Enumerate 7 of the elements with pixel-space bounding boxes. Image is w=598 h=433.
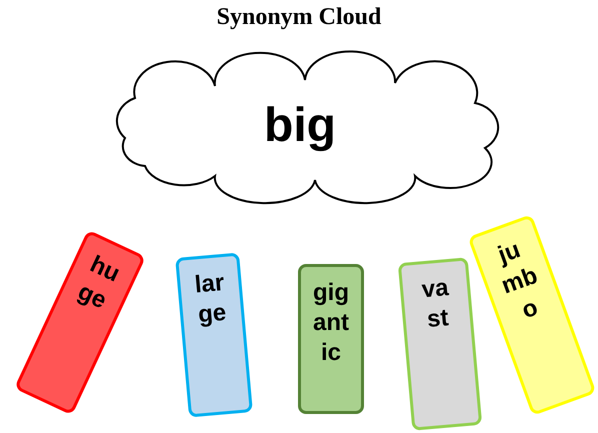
cloud-text: big — [264, 98, 336, 152]
synonym-word: large — [192, 268, 228, 330]
synonym-word: jumbo — [494, 235, 542, 326]
synonym-word: gigantic — [312, 278, 350, 368]
synonym-word: huge — [72, 250, 125, 316]
diagram-title: Synonym Cloud — [216, 4, 382, 31]
synonym-word: vast — [420, 273, 451, 335]
